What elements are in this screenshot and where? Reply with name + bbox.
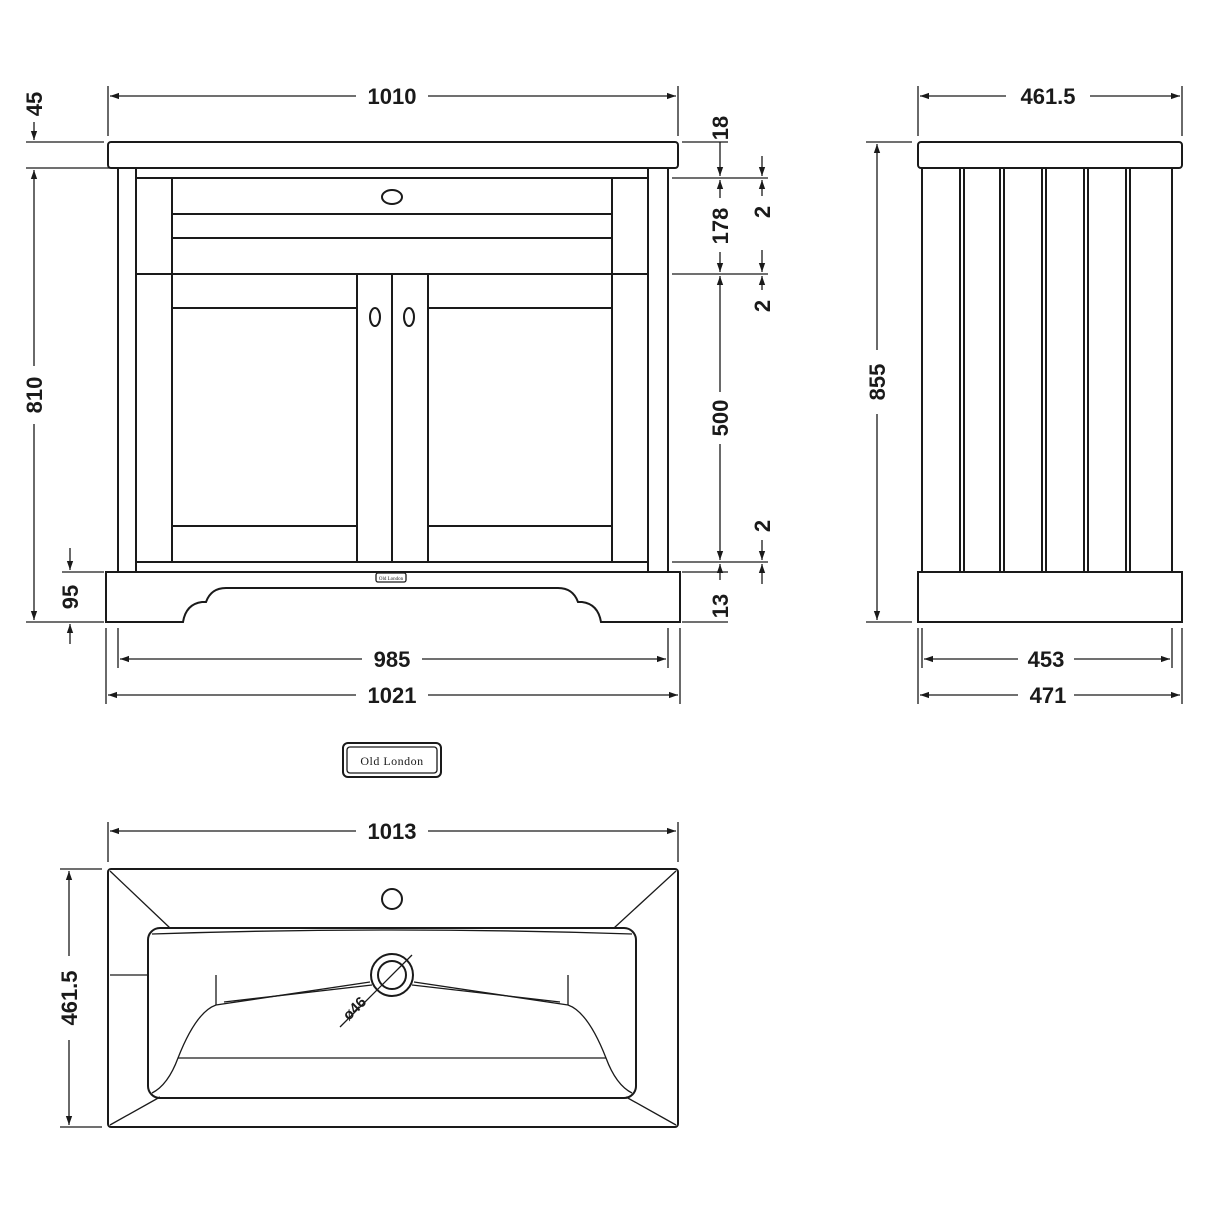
dim-gap-a: 2 bbox=[750, 206, 775, 218]
dim-plinth-offset: 13 bbox=[708, 594, 733, 618]
dim-basin-depth: 461.5 bbox=[57, 970, 82, 1025]
svg-text:Old London: Old London bbox=[360, 754, 423, 768]
svg-text:Old London: Old London bbox=[379, 577, 404, 582]
dim-door-height: 500 bbox=[708, 400, 733, 437]
right-door-panel bbox=[427, 307, 613, 527]
right-door-handle-icon bbox=[403, 307, 415, 327]
side-dimensions: 461.5 855 453 471 bbox=[865, 84, 1183, 708]
dim-top-thickness: 45 bbox=[22, 92, 47, 116]
waste-inner-icon bbox=[377, 960, 407, 990]
front-drawer bbox=[135, 177, 649, 275]
front-badge: Old London bbox=[375, 572, 407, 583]
dim-body-width: 985 bbox=[374, 647, 411, 672]
dim-gap-c: 2 bbox=[750, 520, 775, 532]
dim-top-depth: 461.5 bbox=[1020, 84, 1075, 109]
tap-hole-icon bbox=[381, 888, 403, 910]
front-dimensions: 1010 45 810 95 18 178 500 13 bbox=[22, 84, 775, 708]
dim-overall-width: 1010 bbox=[368, 84, 417, 109]
dim-base-depth: 471 bbox=[1030, 683, 1067, 708]
dim-plinth-height: 95 bbox=[58, 585, 83, 609]
basin-dimensions: 1013 461.5 bbox=[57, 819, 679, 1128]
dim-drawer-height: 178 bbox=[708, 208, 733, 245]
dim-body-depth: 453 bbox=[1028, 647, 1065, 672]
front-countertop bbox=[107, 141, 679, 169]
front-view: Old London bbox=[105, 141, 681, 623]
left-door-handle-icon bbox=[369, 307, 381, 327]
side-view bbox=[917, 141, 1183, 623]
side-countertop bbox=[917, 141, 1183, 169]
dim-base-width: 1021 bbox=[368, 683, 417, 708]
basin-top-view: ø46 bbox=[107, 868, 679, 1128]
side-panel-grooves bbox=[959, 168, 1131, 572]
dim-waste-diameter: ø46 bbox=[340, 994, 370, 1024]
front-plinth bbox=[105, 571, 681, 623]
waste-outer-icon bbox=[370, 953, 414, 997]
left-door-panel bbox=[171, 307, 358, 527]
dim-basin-width: 1013 bbox=[368, 819, 417, 844]
old-london-logo: Old London bbox=[342, 742, 442, 778]
basin-outline bbox=[107, 868, 679, 1128]
dim-overall-height: 855 bbox=[865, 364, 890, 401]
dim-top-lip: 18 bbox=[708, 116, 733, 140]
side-plinth bbox=[917, 571, 1183, 623]
overflow-hole bbox=[381, 189, 403, 205]
dim-body-height: 810 bbox=[22, 377, 47, 414]
dim-gap-b: 2 bbox=[750, 300, 775, 312]
